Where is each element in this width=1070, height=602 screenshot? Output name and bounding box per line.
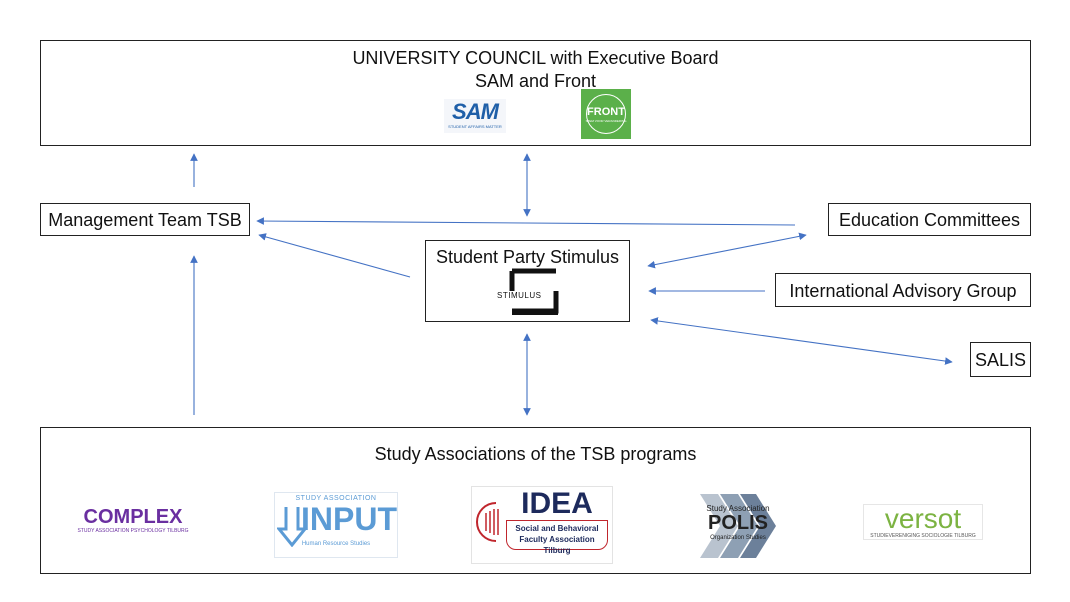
polis-logo-subtext: Organization Studies [710,535,766,541]
front-logo-subtext: STEM VOOR VERANDERING [585,119,627,123]
front-logo: FRONT STEM VOOR VERANDERING [581,89,631,139]
sam-logo-text: SAM [452,99,499,124]
idea-logo-text: IDEA [521,487,593,520]
front-logo-text: FRONT [587,106,625,118]
management-team-box: Management Team TSB [40,203,250,236]
arrow-stimulus-salis [650,317,953,365]
arrow-stimulus-to-management [258,233,411,278]
salis-label: SALIS [974,350,1027,370]
polis-logo-text: POLIS [707,512,768,534]
input-logo-text: INPUT [301,501,397,537]
international-advisory-group-label: International Advisory Group [789,281,1017,301]
sam-logo: SAM STUDENT AFFAIRS MATTER [444,99,506,133]
input-logo-arrow [277,507,307,547]
idea-logo-line1: Social and Behavioral [515,524,599,533]
complex-logo-subtext: STUDY ASSOCIATION PSYCHOLOGY TILBURG [77,528,189,534]
stimulus-logo-mark [509,268,559,315]
stimulus-logo-text: STIMULUS [496,291,543,300]
complex-logo-text: COMPLEX [83,506,183,528]
international-advisory-group-box: International Advisory Group [775,273,1031,307]
polis-logo: Study Association POLIS Organization Stu… [698,490,778,564]
input-logo-subtext: Human Resource Studies [301,541,371,547]
university-council-box: UNIVERSITY COUNCIL with Executive Board … [40,40,1031,146]
idea-logo-banner: Social and Behavioral Faculty Associatio… [506,520,608,555]
versot-logo-text: versot [884,503,962,534]
salis-box: SALIS [970,342,1031,377]
arrow-stimulus-education [647,232,807,269]
versot-logo: versot STUDIEVERENIGING SOCIOLOGIE TILBU… [863,504,983,540]
student-party-stimulus-label: Student Party Stimulus [435,247,620,267]
complex-logo: COMPLEX STUDY ASSOCIATION PSYCHOLOGY TIL… [71,506,195,536]
arrow-education-to-management [256,217,796,226]
education-committees-label: Education Committees [838,210,1021,230]
stimulus-logo: STIMULUS [494,267,564,317]
education-committees-box: Education Committees [828,203,1031,236]
polis-logo-top: Study Association [706,504,770,513]
university-council-subtitle: SAM and Front [474,71,597,91]
study-associations-title: Study Associations of the TSB programs [374,444,697,464]
front-logo-circle [586,94,626,134]
university-council-title: UNIVERSITY COUNCIL with Executive Board [352,48,719,68]
study-associations-box: Study Associations of the TSB programs C… [40,427,1031,574]
input-logo-top: STUDY ASSOCIATION [295,495,377,502]
polis-logo-chevrons [700,494,776,558]
student-party-stimulus-box: Student Party Stimulus STIMULUS [425,240,630,322]
idea-logo: IDEA Social and Behavioral Faculty Assoc… [471,486,613,564]
management-team-label: Management Team TSB [48,210,242,230]
idea-logo-bulb-icon [476,502,499,542]
idea-logo-line2: Faculty Association Tilburg [519,535,595,555]
input-logo: STUDY ASSOCIATION INPUT Human Resource S… [274,492,398,558]
sam-logo-subtext: STUDENT AFFAIRS MATTER [448,124,502,129]
versot-logo-subtext: STUDIEVERENIGING SOCIOLOGIE TILBURG [870,533,976,539]
